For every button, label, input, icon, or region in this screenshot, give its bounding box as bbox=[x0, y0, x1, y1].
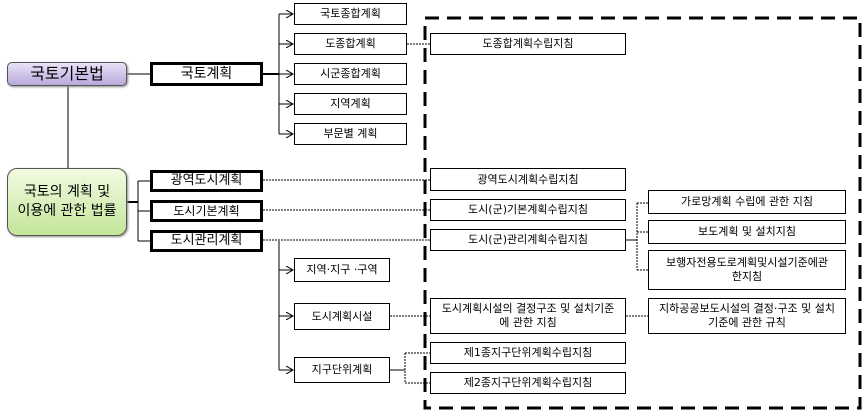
management-plan-box: 도시관리계획 bbox=[150, 230, 263, 252]
metro-plan-box: 광역도시계획 bbox=[150, 170, 263, 192]
pedestrian-road-guideline: 보행자전용도로계획및시설기준에관한지침 bbox=[648, 250, 846, 290]
street-network-guideline: 가로망계획 수립에 관한 지침 bbox=[648, 190, 846, 214]
national-plan-child: 부문별 계획 bbox=[294, 123, 407, 145]
planning-law-box: 국토의 계획 및 이용에 관한 법률 bbox=[7, 168, 127, 236]
guideline-group-border bbox=[423, 16, 862, 410]
national-plan-child: 시군종합계획 bbox=[294, 63, 407, 85]
sidewalk-guideline: 보도계획 및 설치지침 bbox=[648, 220, 846, 244]
basic-plan-guideline: 도시(군)기본계획수립지침 bbox=[430, 199, 626, 221]
urban-facility-box: 도시계획시설 bbox=[294, 303, 390, 330]
province-plan-guideline: 도종합계획수립지침 bbox=[430, 33, 626, 55]
underground-walkway-rule: 지하공공보도시설의 결정·구조 및 설치기준에 관한 규칙 bbox=[648, 298, 846, 334]
national-plan-child: 지역계획 bbox=[294, 93, 407, 115]
district-guideline-1: 제1종지구단위계획수립지침 bbox=[430, 342, 626, 364]
national-plan-box: 국토계획 bbox=[150, 62, 263, 86]
metro-plan-guideline: 광역도시계획수립지침 bbox=[430, 168, 626, 191]
management-plan-guideline: 도시(군)관리계획수립지침 bbox=[430, 229, 626, 251]
root-law-box: 국토기본법 bbox=[7, 62, 127, 86]
zone-district-box: 지역·지구 ·구역 bbox=[294, 258, 390, 282]
national-plan-child: 도종합계획 bbox=[294, 33, 407, 55]
basic-plan-box: 도시기본계획 bbox=[150, 200, 263, 222]
facility-guideline: 도시계획시설의 결정구조 및 설치기준에 관한 지침 bbox=[430, 298, 626, 334]
district-guideline-2: 제2종지구단위계획수립지침 bbox=[430, 372, 626, 394]
district-unit-plan-box: 지구단위계획 bbox=[294, 357, 390, 383]
national-plan-child: 국토종합계획 bbox=[294, 3, 407, 25]
